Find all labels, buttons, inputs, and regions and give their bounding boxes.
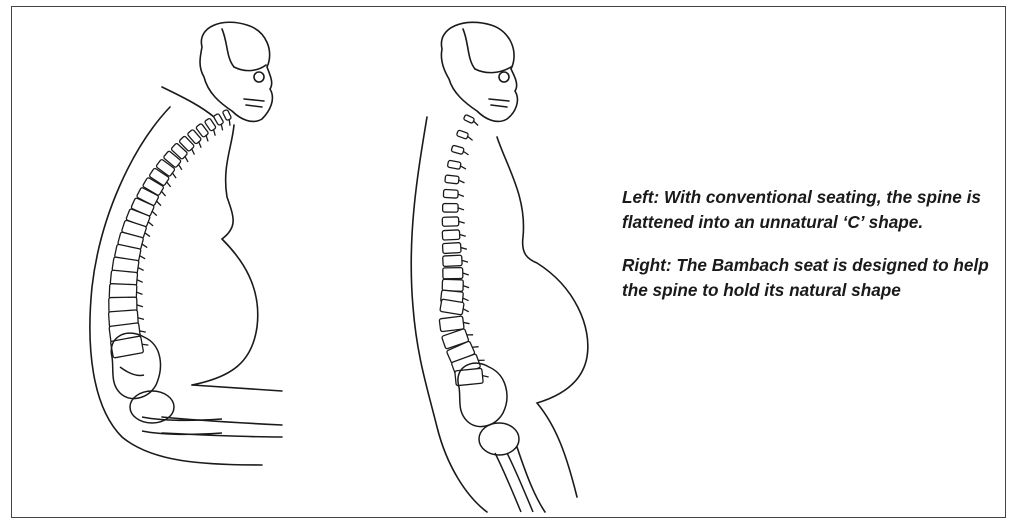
vertebra-process [459, 180, 465, 183]
vertebra [456, 130, 468, 139]
vertebra [451, 145, 464, 154]
vertebra-process [459, 221, 465, 223]
vertebra [443, 204, 458, 213]
vertebra-process [140, 330, 146, 333]
vertebra-process [473, 121, 479, 125]
vertebra [455, 368, 483, 386]
vertebra [443, 189, 458, 198]
vertebra-process [463, 286, 469, 288]
vertebra-process [166, 182, 172, 187]
vertebra-process [138, 317, 144, 319]
left-skeleton-illustration [52, 7, 332, 519]
vertebra [222, 109, 231, 120]
vertebra-process [482, 375, 488, 378]
vertebra-process [148, 222, 154, 226]
vertebra-process [141, 244, 147, 247]
vertebra [445, 175, 459, 184]
caption: Left: With conventional seating, the spi… [622, 185, 992, 321]
caption-right: Right: The Bambach seat is designed to h… [622, 253, 992, 303]
right-skeleton-illustration [407, 7, 637, 519]
left-skeleton-icon [52, 7, 332, 519]
vertebra-process [142, 343, 148, 346]
vertebra-process [463, 151, 469, 155]
right-skeleton-icon [407, 7, 637, 519]
right-spine [439, 114, 488, 385]
vertebra-process [137, 305, 143, 307]
figure-frame: Left: With conventional seating, the spi… [11, 6, 1006, 518]
caption-left: Left: With conventional seating, the spi… [622, 185, 992, 235]
vertebra [443, 268, 463, 279]
vertebra-process [136, 292, 142, 294]
left-spine [108, 109, 231, 358]
vertebra-process [139, 256, 145, 259]
vertebra [213, 113, 224, 125]
vertebra-process [156, 201, 162, 206]
vertebra [442, 279, 463, 291]
vertebra-process [458, 208, 464, 210]
vertebra-process [160, 191, 166, 196]
vertebra-process [144, 233, 150, 237]
vertebra-process [137, 280, 143, 283]
vertebra-process [463, 273, 469, 275]
vertebra-process [462, 260, 468, 262]
vertebra-process [151, 211, 157, 215]
vertebra [442, 243, 461, 254]
vertebra-process [460, 234, 466, 236]
vertebra [442, 217, 459, 226]
vertebra-process [463, 322, 469, 325]
vertebra [442, 230, 460, 240]
vertebra-process [467, 136, 473, 140]
vertebra-process [138, 268, 144, 271]
vertebra-process [463, 309, 469, 312]
vertebra-process [460, 166, 466, 169]
vertebra [463, 114, 474, 123]
vertebra [443, 255, 462, 266]
vertebra-process [463, 298, 469, 301]
vertebra [447, 160, 461, 169]
vertebra-process [461, 247, 467, 249]
vertebra-process [458, 194, 464, 196]
